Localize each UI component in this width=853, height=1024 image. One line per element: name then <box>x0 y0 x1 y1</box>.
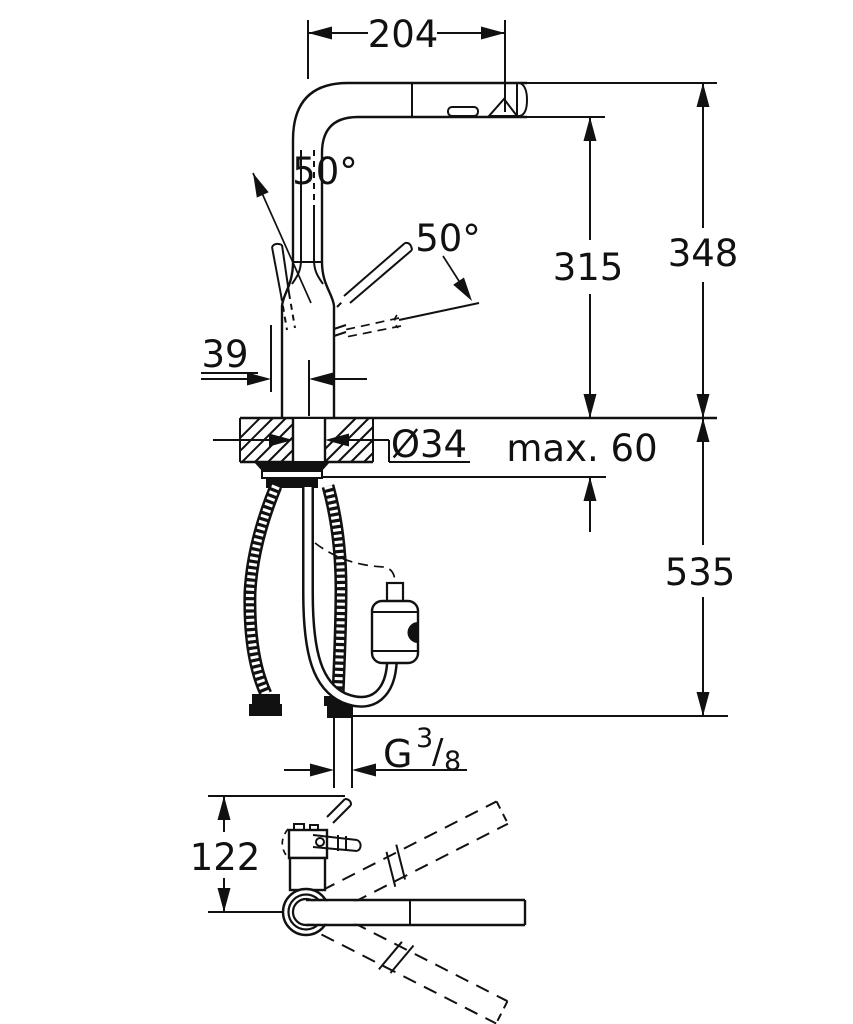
plan-lever <box>312 834 362 852</box>
faucet-inner-profile <box>320 115 527 417</box>
plan-view <box>281 798 527 1024</box>
dim-label-50-back: 50° <box>415 217 481 260</box>
spout-head <box>411 82 529 117</box>
dim-label-max60: max. 60 <box>506 427 657 470</box>
dim-label-348: 348 <box>668 232 739 275</box>
handle-raised-position <box>336 241 413 308</box>
braided-supply-hose-left <box>243 483 283 716</box>
spray-button <box>447 106 479 117</box>
dim-deck-max60: max. 60 <box>506 427 658 532</box>
pullout-hose <box>302 487 398 708</box>
dim-handle-39: 39 <box>201 325 367 416</box>
thread-denominator: 8 <box>444 746 461 777</box>
thread-slash: / <box>432 732 444 772</box>
plan-spout-bar <box>306 898 527 927</box>
dock-cone <box>486 97 520 117</box>
handle-upright-position <box>271 242 296 331</box>
plan-handle-raised <box>326 798 352 824</box>
dim-label-o34: Ø34 <box>391 423 467 466</box>
mounting-hardware <box>254 462 330 488</box>
dim-angle-back-50: 50° <box>415 217 481 305</box>
dim-angle-front-50: 50° <box>247 150 358 304</box>
plan-swivel-spout-dashed-up <box>321 800 509 914</box>
plan-body <box>281 823 362 892</box>
thread-g: G <box>383 732 412 776</box>
extension-lines <box>208 20 728 913</box>
dim-plan-122: 122 <box>190 796 261 912</box>
dim-thread-g38: G 3 / 8 <box>284 723 467 777</box>
hose-weight <box>370 581 420 665</box>
dim-label-122: 122 <box>190 836 261 879</box>
dim-hole-diameter-34: Ø34 <box>213 423 470 466</box>
dim-label-39: 39 <box>201 333 248 376</box>
hose-guide-line <box>314 542 396 584</box>
faucet-outer-profile <box>280 81 527 417</box>
plan-handle-arc <box>281 828 290 860</box>
weight-notch <box>407 622 418 643</box>
dim-spout-reach-204: 204 <box>308 13 505 56</box>
dim-label-535: 535 <box>665 551 736 594</box>
dim-label-g38: G 3 / 8 <box>383 723 461 777</box>
dim-label-50-front: 50° <box>292 150 358 193</box>
dim-height-348: 348 <box>668 83 739 418</box>
dim-below-deck-535: 535 <box>665 418 736 716</box>
deck-hatching <box>239 417 374 463</box>
counter-cross-section <box>239 416 717 464</box>
dim-label-204: 204 <box>368 13 439 56</box>
dim-height-315: 315 <box>553 117 624 418</box>
under-counter-assembly <box>243 462 420 788</box>
dim-label-315: 315 <box>553 246 624 289</box>
thread-numerator: 3 <box>416 723 433 754</box>
plan-swivel-spout-dashed-down <box>321 911 509 1024</box>
g38-pipe <box>333 717 353 788</box>
faucet-elevation <box>271 81 529 417</box>
shank-hole <box>294 419 324 461</box>
plan-swivel-base <box>281 887 527 937</box>
handle-lowered-position <box>343 302 480 338</box>
